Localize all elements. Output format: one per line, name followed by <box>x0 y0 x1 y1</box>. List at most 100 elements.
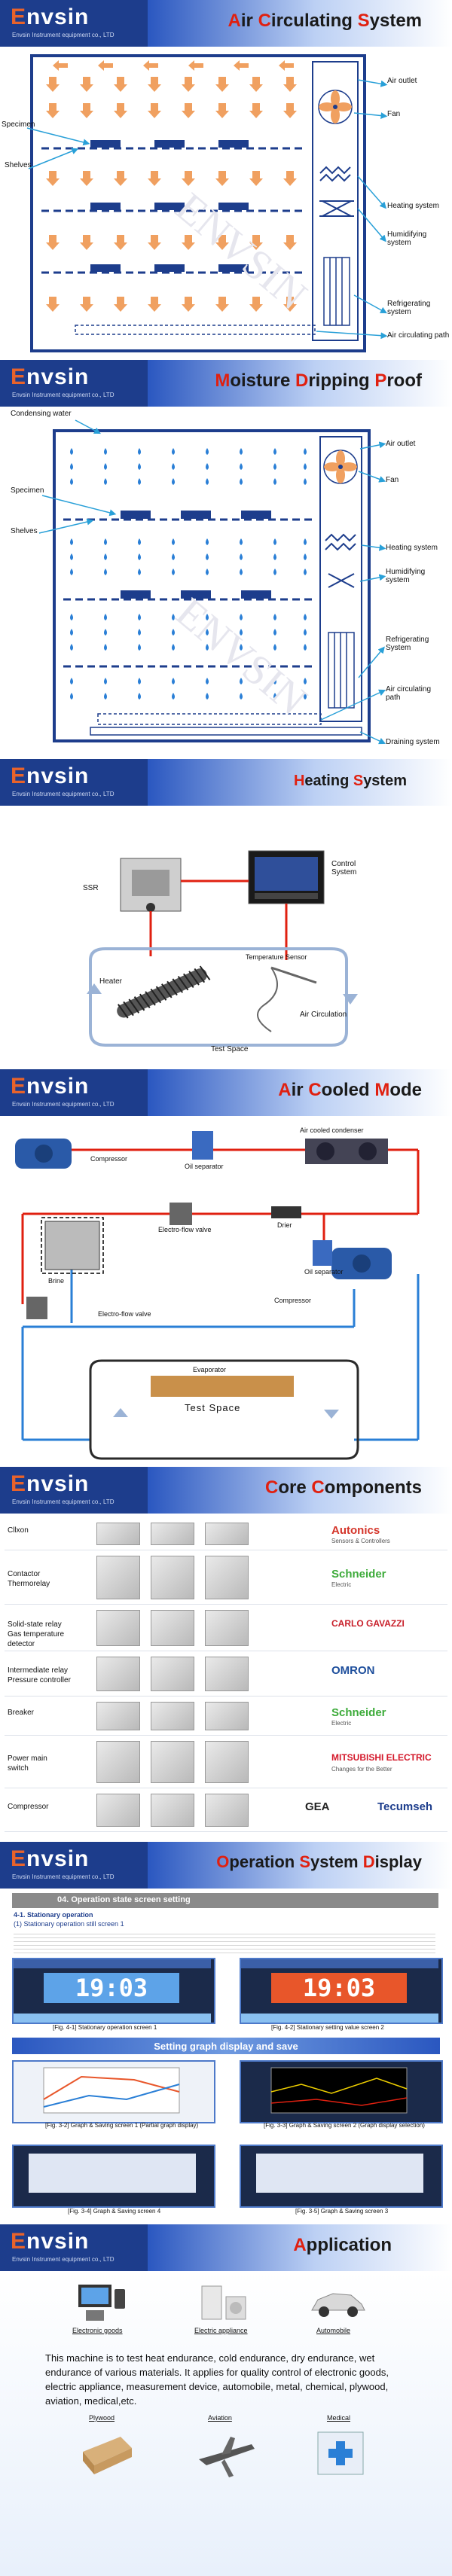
header-application: Envsin Envsin Instrument equipment co., … <box>0 2224 452 2271</box>
airflow-arrow <box>80 103 93 118</box>
brand-subtitle: Electric <box>331 1581 352 1588</box>
logo: Envsin Envsin Instrument equipment co., … <box>0 1069 148 1116</box>
airflow-arrow <box>114 103 127 118</box>
water-drop <box>70 463 73 470</box>
caption-fig-4-1: [Fig. 4-1] Stationary operation screen 1 <box>53 2024 157 2031</box>
caption-fig-3-4: [Fig. 3-4] Graph & Saving screen 4 <box>68 2208 161 2215</box>
water-drop <box>206 569 209 575</box>
shelves <box>41 147 305 274</box>
water-drop <box>70 553 73 560</box>
label-drier: Drier <box>277 1221 292 1229</box>
heating-diagram: SSR Control System Temperature Sensor He… <box>0 806 452 1069</box>
label-heater: Heater <box>99 977 123 986</box>
water-drop <box>273 448 276 455</box>
humidifier-icon <box>319 200 354 217</box>
component-photo <box>151 1702 194 1730</box>
controller-icon <box>248 850 325 904</box>
label-oil-separator-top: Oil separator <box>185 1163 224 1170</box>
logo-subtitle: Envsin Instrument equipment co., LTD <box>12 1873 115 1880</box>
title-rest: ode <box>389 1080 422 1100</box>
brand-logo: Autonics <box>331 1524 380 1537</box>
airflow-arrow <box>80 171 93 186</box>
brand-logo: OMRON <box>331 1664 375 1677</box>
title-rest: ystem <box>369 11 422 31</box>
app-title-first: A <box>293 2235 307 2255</box>
brand-subtitle: Sensors & Controllers <box>331 1538 390 1544</box>
water-drop <box>273 614 276 620</box>
leader-lines <box>38 419 386 745</box>
logo-word: Envsin <box>11 2229 89 2254</box>
label-valve-top: Electro-flow valve <box>158 1226 212 1233</box>
label-humidifying: Humidifying system <box>387 230 427 247</box>
airflow-arrow <box>114 171 127 186</box>
coil-turn <box>172 978 184 993</box>
title-capital: D <box>295 370 309 391</box>
graph-screen-3 <box>12 2145 215 2208</box>
title-rest: ir <box>291 1080 309 1100</box>
specimens <box>90 140 249 272</box>
circulating-path <box>75 325 316 335</box>
logo: Envsin Envsin Instrument equipment co., … <box>0 759 148 806</box>
airflow-arrow <box>283 235 297 250</box>
title-capital: H <box>293 773 305 789</box>
logo-rest: nvsin <box>26 364 90 389</box>
water-drop <box>304 569 307 575</box>
leader-lines <box>26 79 388 340</box>
aviation-icon <box>191 2422 259 2489</box>
circulation-arrows <box>113 1408 339 1419</box>
title-capital: C <box>264 1477 279 1498</box>
water-drop <box>138 553 141 560</box>
water-drop <box>172 629 175 636</box>
airflow-arrow <box>148 297 161 312</box>
water-drop <box>138 448 141 455</box>
airflow-arrow <box>249 171 263 186</box>
drain-pan <box>90 727 362 736</box>
logo-rest: nvsin <box>26 1471 90 1496</box>
water-drop <box>138 569 141 575</box>
header-band <box>148 1467 452 1514</box>
water-drop <box>172 478 175 485</box>
temperature-sensor-icon <box>257 966 317 1032</box>
label-aviation: Aviation <box>208 2414 232 2422</box>
title-capital: D <box>362 1852 375 1871</box>
brand-logo: GEA <box>305 1800 330 1813</box>
valve-icon <box>170 1203 192 1225</box>
airflow-arrow <box>182 77 195 92</box>
logo-rest: nvsin <box>26 2229 90 2254</box>
label-air-circulation: Air Circulation <box>300 1011 347 1019</box>
label-oil-separator-mid: Oil separator <box>304 1268 344 1276</box>
label-ssr: SSR <box>83 884 99 892</box>
water-drop <box>206 553 209 560</box>
water-drop <box>304 693 307 700</box>
ssr-icon <box>120 858 182 912</box>
brand-logo: MITSUBISHI ELECTRIC <box>331 1752 432 1763</box>
water-drop <box>104 553 107 560</box>
component-photo <box>96 1741 140 1783</box>
logo: Envsin Envsin Instrument equipment co., … <box>0 360 148 407</box>
water-drop <box>172 448 175 455</box>
header-band <box>148 1069 452 1116</box>
manual-heading: 04. Operation state screen setting <box>57 1895 191 1904</box>
water-drop <box>206 644 209 651</box>
water-drop <box>206 478 209 485</box>
component-photo <box>96 1657 140 1691</box>
title-capital: C <box>258 11 271 31</box>
air-cooled-diagram: Compressor Oil separator Air cooled cond… <box>0 1116 452 1467</box>
manual-heading-bar: 04. Operation state screen setting <box>12 1893 438 1908</box>
logo: Envsin Envsin Instrument equipment co., … <box>0 2224 148 2271</box>
water-drop <box>273 553 276 560</box>
water-drop <box>273 569 276 575</box>
coil-turn <box>183 973 194 989</box>
airflow-arrow <box>46 103 60 118</box>
caption-fig-3-5: [Fig. 3-5] Graph & Saving screen 3 <box>295 2208 389 2215</box>
airflow-arrow <box>283 77 297 92</box>
airflow-arrow <box>148 77 161 92</box>
logo-subtitle: Envsin Instrument equipment co., LTD <box>12 2256 115 2263</box>
label-medical: Medical <box>327 2414 351 2422</box>
evaporator-icon <box>151 1376 294 1397</box>
air-duct <box>319 436 362 722</box>
water-drop <box>304 553 307 560</box>
airflow-arrow <box>234 60 249 71</box>
label-brine: Brine <box>48 1277 65 1285</box>
header-moisture-dripping: Envsin Envsin Instrument equipment co., … <box>0 360 452 407</box>
